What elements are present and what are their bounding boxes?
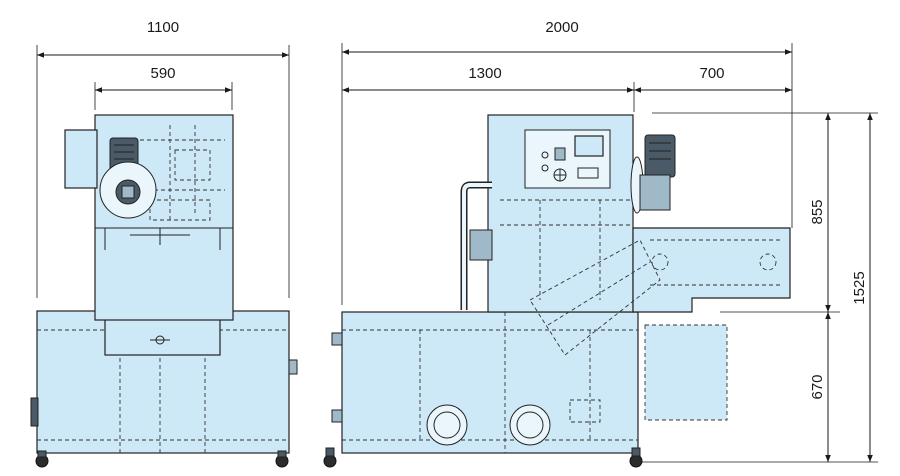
side-wheel-right (629, 454, 643, 468)
dim-height-total: 1525 (851, 271, 868, 304)
dim-side-main-length: 1300 (468, 65, 501, 82)
side-view (323, 114, 791, 468)
dim-side-total-length: 2000 (545, 19, 578, 36)
side-ghost-bin (644, 324, 728, 421)
dim-front-total-width: 1100 (147, 19, 179, 36)
side-motor (644, 134, 676, 178)
dim-height-upper: 855 (809, 199, 826, 224)
dim-front-inner-width: 590 (150, 65, 175, 82)
dim-height-lower: 670 (809, 374, 826, 399)
side-wheel-left (323, 454, 337, 468)
side-lower-tank (341, 311, 639, 454)
front-view (30, 114, 298, 468)
side-fitting-top (331, 332, 343, 346)
dim-side-conveyor-length: 700 (699, 65, 724, 82)
side-conveyor (632, 227, 791, 313)
front-side-box (64, 129, 98, 189)
dimensions: 1100 590 2000 1300 700 855 670 1525 (36, 19, 878, 463)
side-fitting-bottom (331, 409, 343, 423)
front-side-handle (30, 397, 39, 427)
front-side-fitting (288, 359, 298, 375)
side-pump (469, 229, 493, 261)
